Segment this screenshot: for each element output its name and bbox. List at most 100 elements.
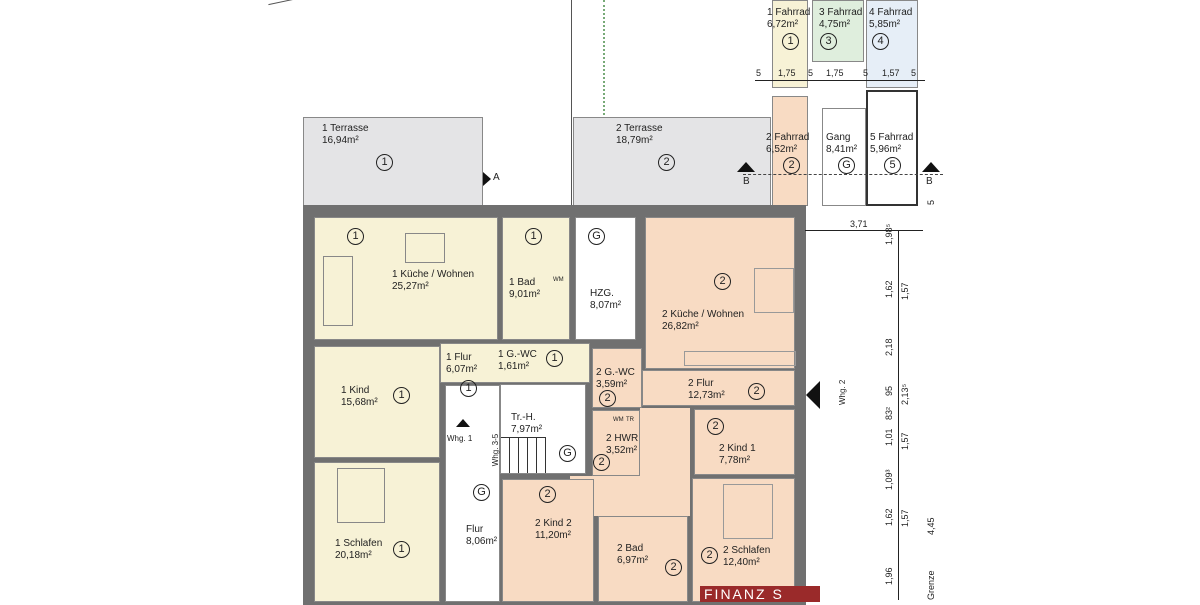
room-area: 6,72m² bbox=[767, 19, 799, 30]
unit-marker: 2 bbox=[658, 154, 675, 171]
entrance-label: Whg. 1 bbox=[447, 434, 473, 443]
dimension-label: 1,57 bbox=[900, 282, 910, 300]
room-area: 8,07m² bbox=[590, 300, 622, 311]
dimension-label: 1,57 bbox=[900, 432, 910, 450]
room-area: 6,97m² bbox=[617, 555, 649, 566]
unit-marker: 2 bbox=[707, 418, 724, 435]
section-mark-a: A bbox=[493, 172, 500, 183]
room-name: 1 Bad bbox=[509, 277, 536, 288]
room-name: 1 Flur bbox=[446, 352, 472, 363]
dimension-label: 5 bbox=[863, 68, 869, 78]
dimension-label: 1,98⁵ bbox=[884, 223, 894, 245]
section-arrow-icon bbox=[483, 172, 491, 186]
dining-table-icon bbox=[405, 233, 445, 263]
unit-marker: 2 bbox=[701, 547, 718, 564]
bike-room-2 bbox=[772, 96, 808, 206]
entrance-arrow-icon bbox=[456, 419, 470, 427]
room-name: 2 Bad bbox=[617, 543, 644, 554]
property-line bbox=[571, 0, 572, 205]
room-2-schlafen: 2 2 Schlafen 12,40m² bbox=[692, 478, 795, 602]
bed-icon bbox=[337, 468, 385, 523]
unit-marker: 1 bbox=[347, 228, 364, 245]
unit-marker: 4 bbox=[872, 33, 889, 50]
section-line-b bbox=[743, 174, 943, 175]
dimension-line bbox=[805, 230, 923, 231]
dimension-label: 1,57 bbox=[882, 68, 900, 78]
dimension-label: 1,01 bbox=[884, 428, 894, 446]
room-area: 3,59m² bbox=[596, 379, 628, 390]
room-2-kind-1: 2 2 Kind 1 7,78m² bbox=[694, 409, 795, 475]
room-area: 26,82m² bbox=[662, 321, 699, 332]
room-area: 7,97m² bbox=[511, 424, 543, 435]
dimension-label: 5 bbox=[926, 199, 936, 205]
room-area: 3,52m² bbox=[606, 445, 638, 456]
entrance-label: Whg. 2 bbox=[838, 379, 847, 405]
unit-marker: 2 bbox=[539, 486, 556, 503]
dimension-label: 1,62 bbox=[884, 280, 894, 298]
unit-marker: 1 bbox=[525, 228, 542, 245]
room-name: 2 G.-WC bbox=[596, 367, 635, 378]
room-area: 12,73m² bbox=[688, 390, 725, 401]
room-name: 1 Küche / Wohnen bbox=[392, 269, 475, 280]
unit-marker: 2 bbox=[783, 157, 800, 174]
dimension-label: 83² bbox=[884, 406, 894, 420]
room-name: Flur bbox=[466, 524, 484, 535]
dimension-label: 1,75 bbox=[826, 68, 844, 78]
room-2-bad: 2 Bad 6,97m² 2 bbox=[598, 516, 688, 602]
room-treppenhaus: Tr.-H. 7,97m² G bbox=[500, 384, 586, 474]
room-area: 6,52m² bbox=[766, 144, 798, 155]
dimension-label: 3,71 bbox=[850, 219, 868, 229]
room-name: 2 Terrasse bbox=[616, 123, 663, 134]
unit-marker: 1 bbox=[460, 380, 477, 397]
room-hzg: G HZG. 8,07m² bbox=[575, 217, 636, 340]
terrace-2: 2 Terrasse 18,79m² 2 bbox=[573, 117, 771, 207]
room-area: 1,61m² bbox=[498, 361, 530, 372]
dimension-label: 1,75 bbox=[778, 68, 796, 78]
room-area: 8,41m² bbox=[826, 144, 858, 155]
room-area: 8,06m² bbox=[466, 536, 498, 547]
room-1-flur: 1 Flur 6,07m² 1 G.-WC 1,61m² 1 bbox=[440, 343, 590, 383]
room-2-hwr: WM TR 2 HWR 3,52m² 2 bbox=[592, 410, 640, 476]
sofa-icon bbox=[323, 256, 353, 326]
unit-marker: G bbox=[473, 484, 490, 501]
unit-marker: 3 bbox=[820, 33, 837, 50]
room-area: 20,18m² bbox=[335, 550, 372, 561]
unit-marker: 5 bbox=[884, 157, 901, 174]
room-name: 2 Flur bbox=[688, 378, 714, 389]
section-mark-b: B bbox=[743, 176, 750, 187]
room-1-kueche-wohnen: 1 1 Küche / Wohnen 25,27m² bbox=[314, 217, 498, 340]
unit-marker: 2 bbox=[665, 559, 682, 576]
unit-marker: 1 bbox=[376, 154, 393, 171]
dimension-label: 1,62 bbox=[884, 508, 894, 526]
room-name: Tr.-H. bbox=[511, 412, 536, 423]
dimension-line bbox=[898, 230, 899, 600]
bike-room-5 bbox=[866, 90, 918, 206]
room-name: 3 Fahrrad bbox=[819, 7, 863, 18]
stairs-icon bbox=[501, 437, 546, 473]
room-1-kind: 1 Kind 15,68m² 1 bbox=[314, 346, 440, 458]
room-1-schlafen: 1 Schlafen 20,18m² 1 bbox=[314, 462, 440, 602]
unit-marker: 1 bbox=[782, 33, 799, 50]
room-name: 1 G.-WC bbox=[498, 349, 537, 360]
room-flur-common: Whg. 1 Whg. 3-5 G Flur 8,06m² bbox=[445, 385, 500, 602]
washing-machine-label: WM bbox=[613, 417, 624, 423]
room-2-wc: 2 G.-WC 3,59m² 2 bbox=[592, 348, 642, 408]
room-area: 9,01m² bbox=[509, 289, 541, 300]
room-name: HZG. bbox=[590, 288, 614, 299]
room-area: 16,94m² bbox=[322, 135, 359, 146]
room-area: 6,07m² bbox=[446, 364, 478, 375]
room-2-kind-2: 2 2 Kind 2 11,20m² bbox=[502, 479, 594, 602]
room-name: 2 Schlafen bbox=[723, 545, 771, 556]
room-name: 2 HWR bbox=[606, 433, 639, 444]
section-mark-b: B bbox=[926, 176, 933, 187]
hedge-line bbox=[603, 0, 606, 215]
room-area: 5,96m² bbox=[870, 144, 902, 155]
dimension-label: 5 bbox=[808, 68, 814, 78]
unit-marker: 2 bbox=[599, 390, 616, 407]
room-2-flur: 2 Flur 12,73m² 2 bbox=[642, 370, 795, 406]
room-name: 2 Kind 2 bbox=[535, 518, 572, 529]
unit-marker: G bbox=[559, 445, 576, 462]
dimension-label: 2,18 bbox=[884, 338, 894, 356]
dryer-label: TR bbox=[626, 417, 634, 423]
terrace-1: 1 Terrasse 16,94m² 1 bbox=[303, 117, 483, 207]
